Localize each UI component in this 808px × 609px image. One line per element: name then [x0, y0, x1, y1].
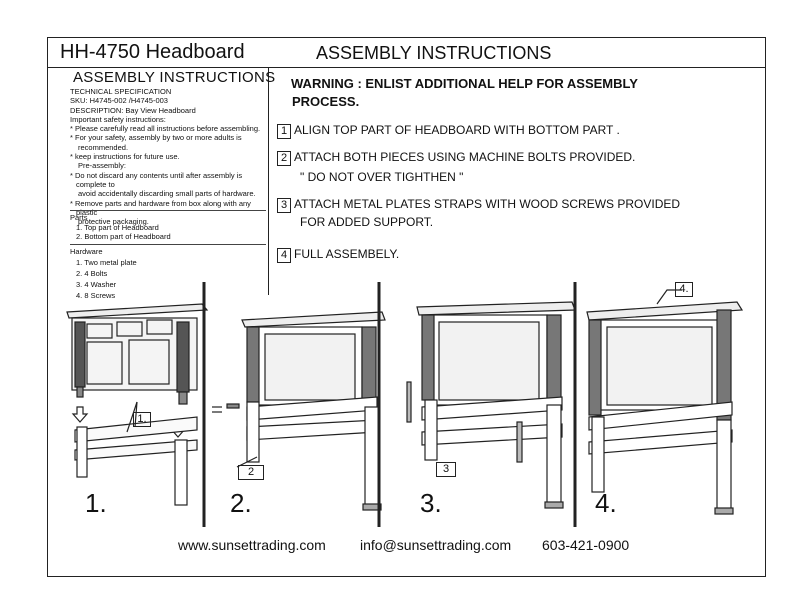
callout-4: 4. — [675, 282, 693, 297]
step-number: 1 — [277, 124, 291, 139]
parts-box: Parts 1. Top part of Headboard 2. Bottom… — [70, 210, 266, 242]
technical-spec: TECHNICAL SPECIFICATION SKU: H4745-002 /… — [70, 87, 270, 226]
step-number: 2 — [277, 151, 291, 166]
figure-4-drawing — [586, 289, 744, 515]
hardware-item: 1. Two metal plate — [76, 257, 137, 267]
footer-website[interactable]: www.sunsettrading.com — [178, 537, 326, 553]
warning-line: WARNING : ENLIST ADDITIONAL HELP FOR ASS… — [291, 76, 638, 91]
figure-3-drawing — [406, 301, 576, 509]
hardware-item: 4. 8 Screws — [76, 290, 116, 300]
safety-line: * Do not discard any contents until afte… — [70, 170, 243, 189]
callout-2: 2 — [238, 465, 264, 480]
hardware-box: Hardware 1. Two metal plate 2. 4 Bolts 3… — [70, 244, 266, 301]
hardware-item: 2. 4 Bolts — [76, 268, 108, 278]
parts-title: Parts — [70, 213, 88, 222]
safety-line: recommended. — [78, 142, 129, 152]
safety-line: * Remove parts and hardware from box alo… — [70, 198, 251, 217]
figure-number-2: 2. — [230, 488, 252, 518]
step-text: FULL ASSEMBELY. — [294, 247, 400, 261]
footer-phone: 603-421-0900 — [542, 537, 630, 553]
column-divider — [268, 67, 269, 295]
warning: WARNING : ENLIST ADDITIONAL HELP FOR ASS… — [291, 75, 711, 111]
step-number: 3 — [277, 198, 291, 213]
assembly-title: ASSEMBLY INSTRUCTIONS — [316, 43, 552, 63]
footer-email[interactable]: info@sunsettrading.com — [360, 537, 512, 553]
figure-number-3: 3. — [420, 488, 442, 518]
callout-1: 1. — [133, 412, 151, 427]
header-divider — [47, 67, 766, 68]
spec-title: TECHNICAL SPECIFICATION — [70, 87, 172, 96]
safety-title: Important safety instructions: — [70, 114, 166, 124]
sku: SKU: H4745-002 /H4745-003 — [70, 96, 168, 106]
safety-line: * For your safety, assembly by two or mo… — [70, 133, 242, 143]
safety-line: * keep instructions for future use. — [70, 152, 180, 162]
product-title: HH-4750 Headboard — [60, 41, 245, 63]
step-3-note: FOR ADDED SUPPORT. — [300, 215, 434, 229]
hardware-item: 3. 4 Washer — [76, 279, 117, 289]
page-frame — [47, 37, 766, 577]
left-heading: ASSEMBLY INSTRUCTIONS — [73, 69, 276, 86]
step-2-note: " DO NOT OVER TIGHTHEN " — [300, 170, 464, 184]
figure-number-4: 4. — [595, 488, 617, 518]
hardware-title: Hardware — [70, 247, 103, 256]
part-item: 1. Top part of Headboard — [76, 222, 159, 232]
figure-1-drawing — [66, 303, 209, 506]
figure-number-1: 1. — [85, 488, 107, 518]
assembly-illustrations — [66, 282, 744, 527]
step-text: ALIGN TOP PART OF HEADBOARD WITH BOTTOM … — [294, 123, 620, 137]
description: DESCRIPTION: Bay View Headboard — [70, 105, 196, 115]
safety-line: protective packaging. — [78, 217, 149, 227]
safety-line: avoid accidentally discarding small part… — [78, 189, 256, 199]
callout-3: 3 — [436, 462, 456, 477]
warning-line: PROCESS. — [292, 94, 360, 109]
part-item: 2. Bottom part of Headboard — [76, 232, 171, 241]
step-text: ATTACH BOTH PIECES USING MACHINE BOLTS P… — [294, 150, 636, 164]
safety-line: Pre-assembly: — [78, 161, 126, 171]
step-text: ATTACH METAL PLATES STRAPS WITH WOOD SCR… — [294, 197, 681, 211]
safety-line: * Please carefully read all instructions… — [70, 124, 261, 134]
figure-2-drawing — [212, 311, 386, 511]
step-number: 4 — [277, 248, 291, 263]
